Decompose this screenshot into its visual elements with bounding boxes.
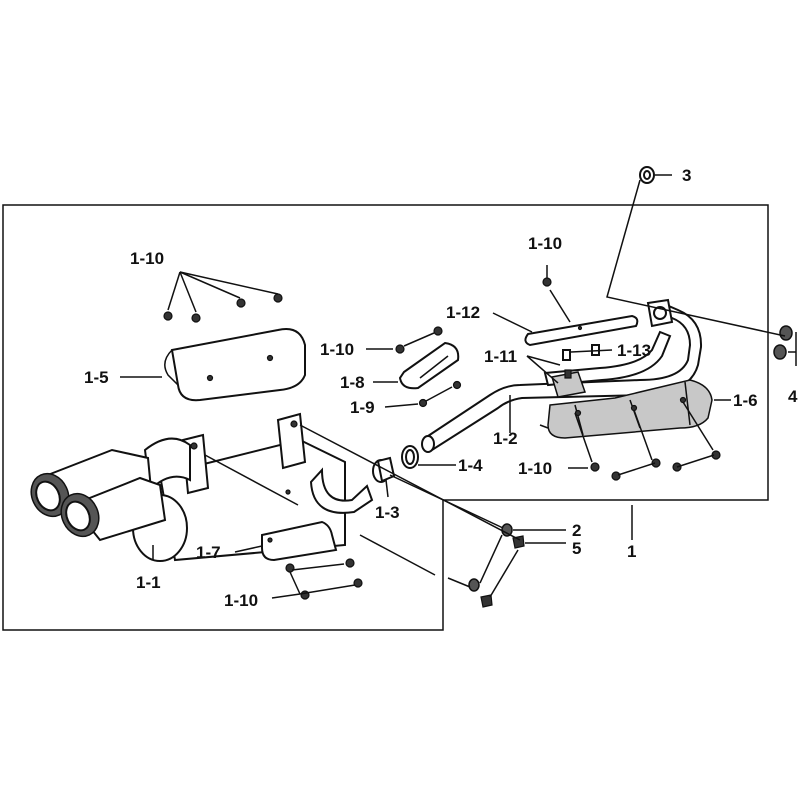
leader-lines bbox=[120, 174, 797, 599]
bolts-1-13 bbox=[562, 344, 600, 361]
heat-shield-small-part bbox=[398, 341, 460, 390]
heat-shield-rear-part bbox=[164, 328, 306, 402]
label-1-11: 1-11 bbox=[484, 347, 517, 366]
label-1-8: 1-8 bbox=[340, 373, 365, 392]
label-5: 5 bbox=[572, 539, 581, 558]
label-1-13: 1-13 bbox=[617, 341, 651, 360]
gasket-1-3 bbox=[372, 456, 396, 483]
label-1-2: 1-2 bbox=[493, 429, 518, 448]
label-1-6: 1-6 bbox=[733, 391, 758, 410]
label-1-1: 1-1 bbox=[136, 573, 161, 592]
label-1: 1 bbox=[627, 542, 636, 561]
nuts-4 bbox=[773, 325, 793, 360]
heat-shield-header-part bbox=[524, 314, 639, 347]
label-1-10-middle: 1-10 bbox=[320, 340, 354, 359]
label-1-12: 1-12 bbox=[446, 303, 480, 322]
clamp-part bbox=[551, 369, 586, 398]
label-1-10-top-left: 1-10 bbox=[130, 249, 164, 268]
label-3: 3 bbox=[682, 166, 691, 185]
label-1-3: 1-3 bbox=[375, 503, 400, 522]
label-1-10-right: 1-10 bbox=[518, 459, 552, 478]
label-2: 2 bbox=[572, 521, 581, 540]
label-4: 4 bbox=[788, 387, 798, 406]
gasket-1-4 bbox=[401, 445, 419, 469]
label-1-7: 1-7 bbox=[196, 543, 221, 562]
label-1-10-bottom: 1-10 bbox=[224, 591, 258, 610]
nut-3 bbox=[639, 166, 655, 184]
label-1-9: 1-9 bbox=[350, 398, 375, 417]
bolt-5 bbox=[480, 535, 525, 608]
label-1-4: 1-4 bbox=[458, 456, 483, 475]
label-1-10-top-right: 1-10 bbox=[528, 234, 562, 253]
heat-shield-muffler-part bbox=[261, 520, 338, 562]
washer-2 bbox=[468, 523, 513, 592]
bolts-1-10 bbox=[163, 277, 721, 600]
heat-shield-front-part bbox=[547, 379, 713, 439]
label-1-5: 1-5 bbox=[84, 368, 109, 387]
